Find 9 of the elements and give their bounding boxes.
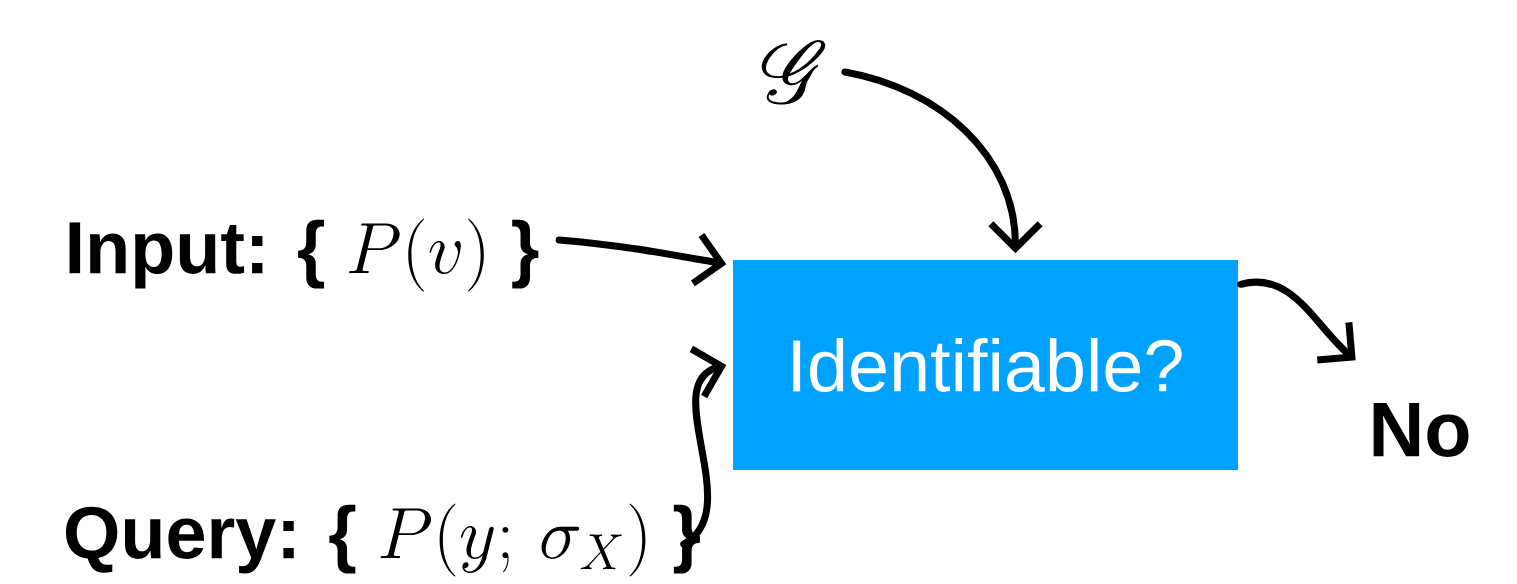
arrow [841, 68, 1043, 254]
query-label: $\textbf{Query: \{}\;P(y;\,\sigma_X)\;\textbf{\}}$ [66, 503, 700, 577]
input-label: $\textbf{Input: \{}\;P(v)\;\textbf{\}}$ [69, 218, 539, 292]
process-box: Identifiable? [733, 260, 1238, 470]
arrow [555, 232, 727, 287]
output-label: No [1373, 403, 1469, 457]
arrow [680, 345, 727, 548]
arrow [1237, 278, 1356, 364]
graph-symbol: $\mathscr{G}$ [761, 39, 826, 105]
